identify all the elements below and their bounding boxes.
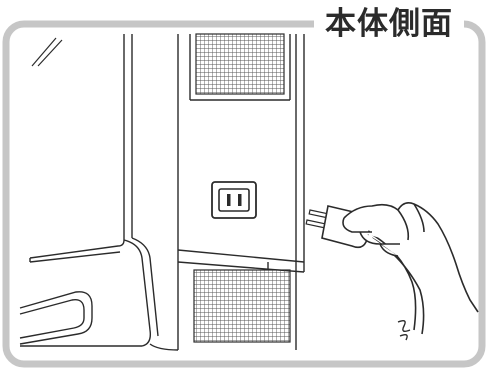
lower-vent-grille bbox=[193, 269, 291, 343]
figure-frame bbox=[2, 20, 486, 368]
unit-body bbox=[19, 34, 305, 351]
edge-highlight-lines bbox=[31, 37, 63, 67]
figure-title: 本体側面 bbox=[314, 3, 464, 45]
upper-vent-grille bbox=[195, 33, 285, 95]
power-outlet-icon bbox=[211, 181, 257, 219]
hand-icon bbox=[342, 202, 479, 313]
